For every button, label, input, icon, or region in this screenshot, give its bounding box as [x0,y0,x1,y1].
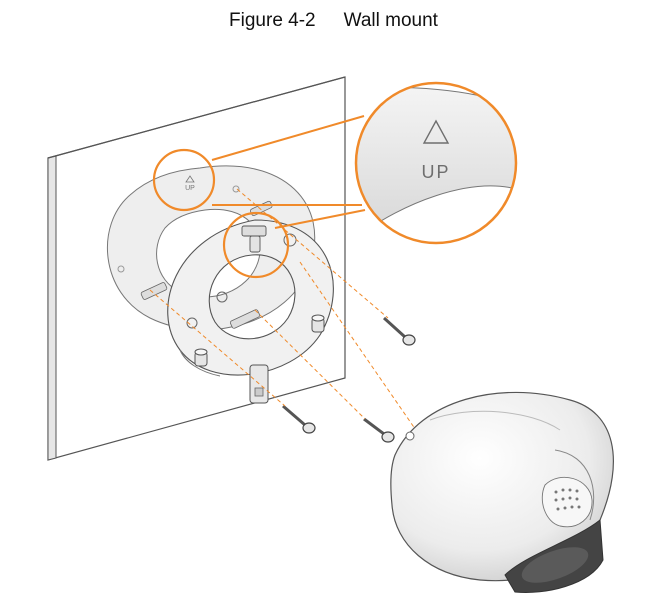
alignment-guides [149,188,421,437]
zoom-circle [354,81,518,245]
figure-title: Wall mount [343,10,438,31]
callout-circle-bracket [222,211,290,279]
zoom-up-label: UP [421,162,450,182]
bracket-post [311,314,325,333]
up-arrow-triangle-icon [422,119,450,144]
dome-camera [390,391,614,593]
camera-lens [504,519,604,593]
bracket-post [194,348,208,367]
bracket-hole [186,317,198,329]
wall-anchor [229,309,261,329]
screw [363,417,395,443]
camera-screw-hole [405,431,415,441]
screw [382,316,416,346]
zoom-inset: UP [354,81,518,245]
template-hole [117,265,125,273]
template-up-label: UP [185,185,195,192]
template-hole [232,185,240,193]
bracket-top-clip [241,225,267,253]
callout-circle-template [152,148,216,212]
template-up-arrow-icon [185,175,195,183]
figure-caption: Figure 4-2 Wall mount [0,10,667,32]
bracket-hole [216,291,228,303]
callout-connectors [211,115,366,229]
camera-vent-panel [541,476,593,528]
figure-number: Figure 4-2 [229,10,316,31]
screw [282,404,316,434]
mounting-bracket [167,219,334,404]
